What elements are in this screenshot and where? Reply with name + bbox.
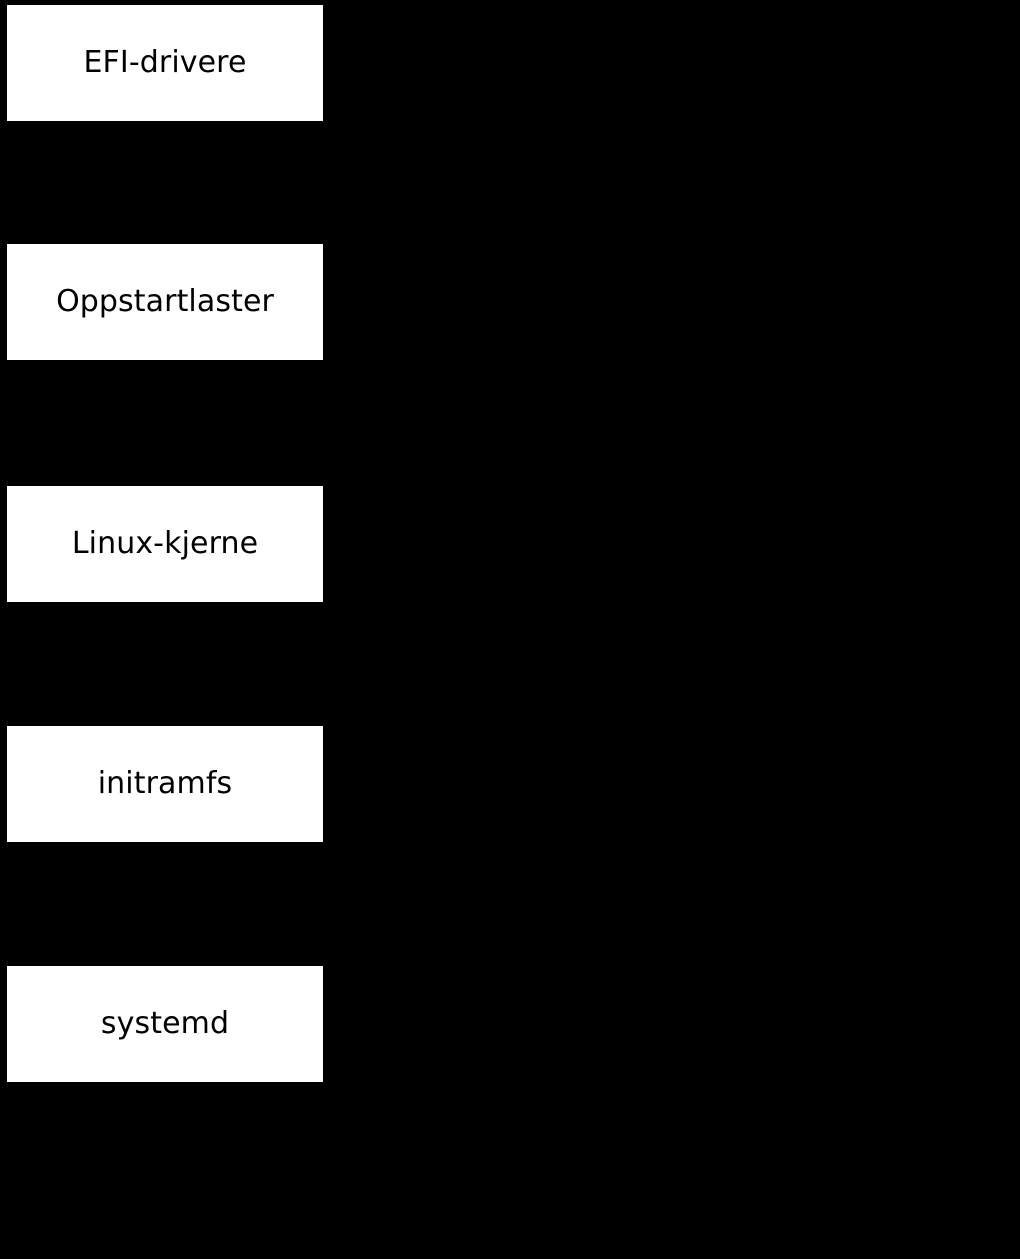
stage-label: Oppstartlaster	[56, 284, 274, 319]
stage-box-systemd[interactable]: systemd	[7, 966, 323, 1082]
stage-label: EFI-drivere	[83, 45, 247, 80]
stage-label: initramfs	[97, 766, 233, 801]
stage-box-initramfs[interactable]: initramfs	[7, 726, 323, 842]
stage-box-linux-kjerne[interactable]: Linux-kjerne	[7, 486, 323, 602]
stage-label: systemd	[100, 1006, 230, 1041]
stage-box-efi-drivere[interactable]: EFI-drivere	[7, 5, 323, 121]
stage-box-oppstartlaster[interactable]: Oppstartlaster	[7, 244, 323, 360]
stage-label: Linux-kjerne	[71, 526, 259, 561]
